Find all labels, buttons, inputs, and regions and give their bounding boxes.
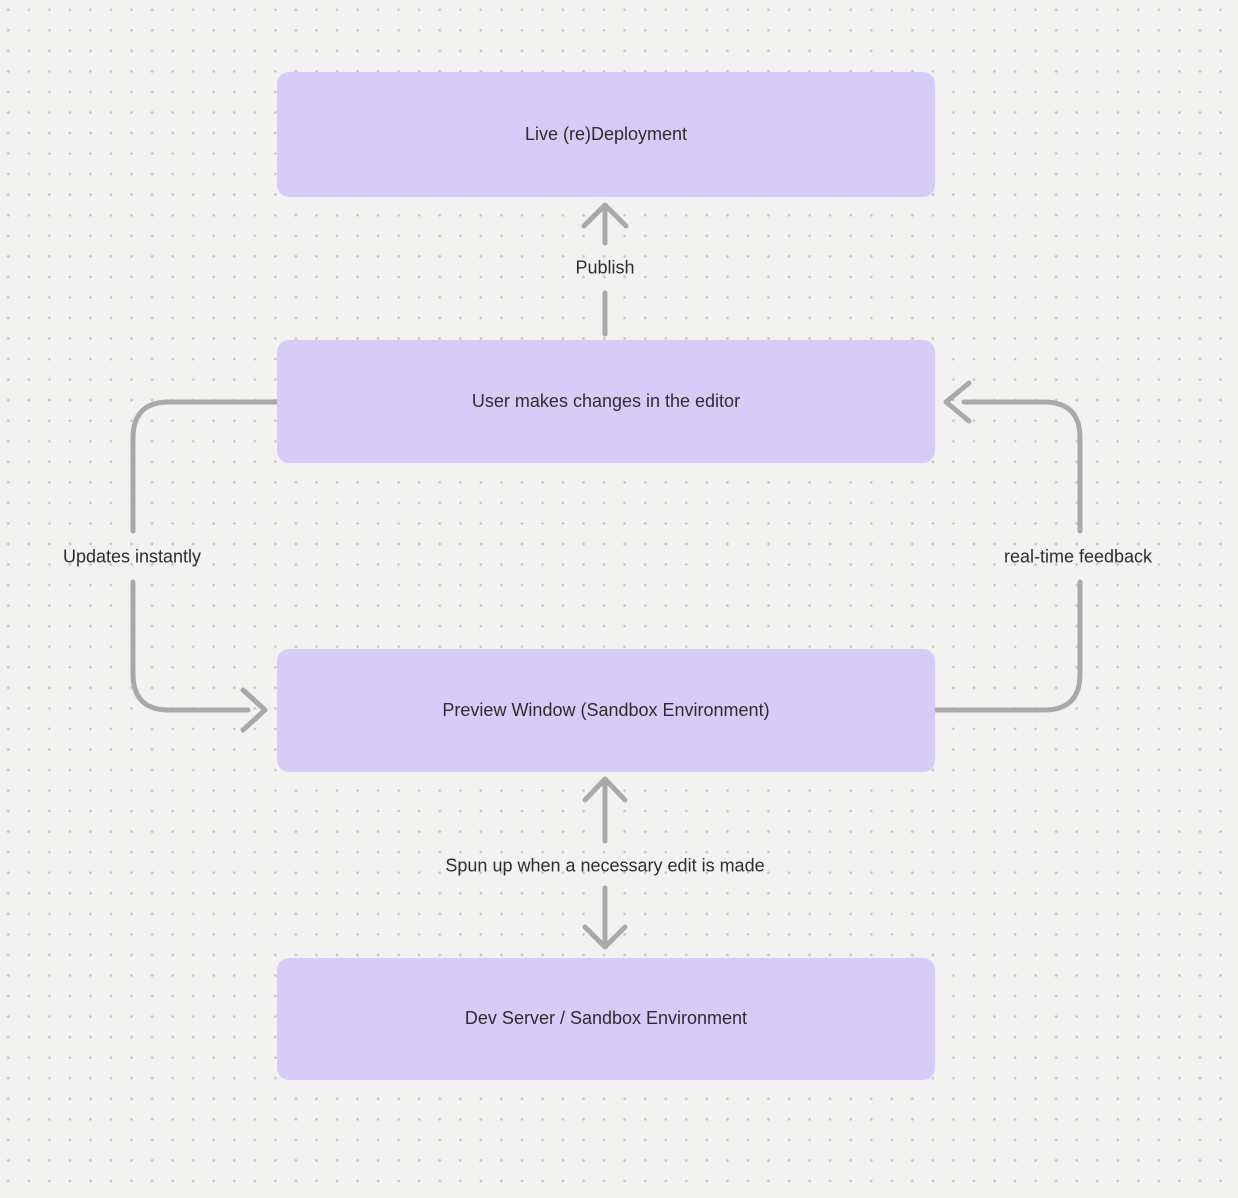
- node-preview-window-label: Preview Window (Sandbox Environment): [442, 699, 770, 720]
- arrowhead-up-icon: [582, 776, 628, 803]
- edge-publish-arrow[interactable]: [581, 202, 629, 337]
- edge-feedback-segment-lower: [932, 579, 1083, 713]
- edge-realtime-feedback-arrow[interactable]: [932, 380, 1083, 713]
- edge-updates-instantly-arrow[interactable]: [130, 399, 280, 733]
- node-live-redeployment-label: Live (re)Deployment: [524, 123, 688, 144]
- edge-label-updates-instantly: Updates instantly: [62, 546, 202, 567]
- node-dev-server-label: Dev Server / Sandbox Environment: [464, 1008, 748, 1029]
- node-user-editor[interactable]: User makes changes in the editor: [277, 340, 935, 463]
- node-dev-server[interactable]: Dev Server / Sandbox Environment: [277, 958, 935, 1080]
- arrowhead-right-icon: [240, 687, 268, 733]
- edge-updates-segment-lower: [130, 579, 251, 713]
- arrowhead-up-icon: [581, 202, 629, 229]
- edge-label-publish: Publish: [575, 257, 635, 278]
- edge-feedback-segment-upper: [961, 399, 1083, 534]
- edge-spun-up-arrow[interactable]: [582, 776, 628, 950]
- node-live-redeployment[interactable]: Live (re)Deployment: [277, 72, 935, 197]
- node-preview-window[interactable]: Preview Window (Sandbox Environment): [277, 649, 935, 772]
- edge-updates-segment-upper: [130, 399, 280, 534]
- node-user-editor-label: User makes changes in the editor: [471, 390, 741, 411]
- edge-label-realtime-feedback: real-time feedback: [1003, 546, 1153, 567]
- arrowhead-left-icon: [943, 380, 972, 424]
- edge-label-spun-up: Spun up when a necessary edit is made: [445, 855, 765, 876]
- arrowhead-down-icon: [582, 924, 628, 950]
